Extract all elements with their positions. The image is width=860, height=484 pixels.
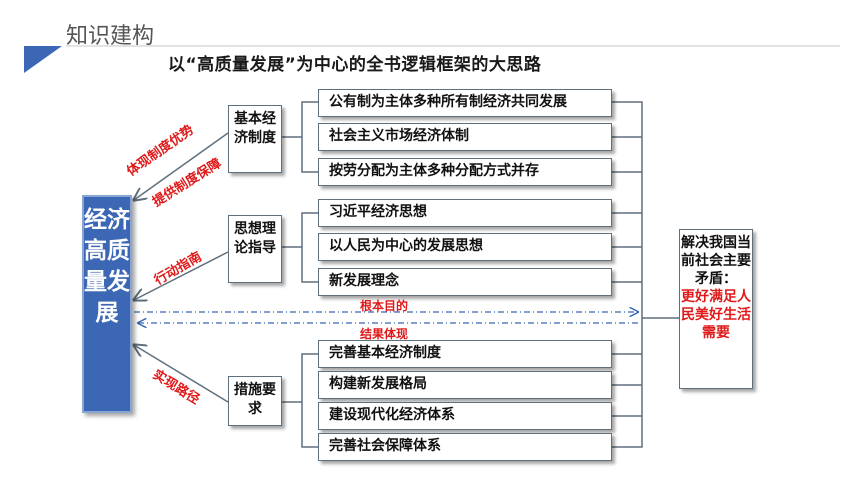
item-box: 公有制为主体多种所有制经济共同发展 bbox=[318, 89, 612, 117]
item-box: 社会主义市场经济体制 bbox=[318, 123, 612, 151]
item-box: 新发展理念 bbox=[318, 268, 612, 296]
arrow-3 bbox=[134, 345, 229, 403]
conclusion-text: 解决我国当前社会主要矛盾： bbox=[681, 235, 751, 287]
bracket-2 bbox=[282, 212, 318, 283]
conclusion-highlight: 更好满足人民美好生活需要 bbox=[681, 289, 751, 341]
item-box: 按劳分配为主体多种分配方式并存 bbox=[318, 158, 612, 186]
diagram-title: 以“高质量发展”为中心的全书逻辑框架的大思路 bbox=[168, 55, 542, 75]
item-box: 构建新发展格局 bbox=[318, 371, 612, 399]
link-label-5: 根本目的 bbox=[360, 299, 409, 313]
right-vertical bbox=[612, 101, 643, 448]
category-box-3: 措施要求 bbox=[228, 376, 282, 426]
conclusion-box: 解决我国当前社会主要矛盾： 更好满足人民美好生活需要 bbox=[679, 229, 753, 389]
bracket-1 bbox=[282, 101, 318, 173]
item-box: 以人民为中心的发展思想 bbox=[318, 233, 612, 261]
item-box: 习近平经济思想 bbox=[318, 199, 612, 227]
link-label-6: 结果体现 bbox=[360, 327, 409, 341]
center-node: 经济高质量发展 bbox=[82, 195, 132, 413]
bracket-3 bbox=[282, 353, 318, 448]
arrow-2 bbox=[134, 251, 229, 300]
item-box: 建设现代化经济体系 bbox=[318, 402, 612, 430]
item-box: 完善基本经济制度 bbox=[318, 340, 612, 368]
page-header-title: 知识建构 bbox=[66, 24, 155, 49]
arrow-1 bbox=[134, 132, 229, 200]
category-box-1: 基本经济制度 bbox=[228, 105, 282, 173]
category-box-2: 思想理论指导 bbox=[228, 215, 282, 283]
header-triangle bbox=[24, 46, 62, 73]
item-box: 完善社会保障体系 bbox=[318, 433, 612, 461]
